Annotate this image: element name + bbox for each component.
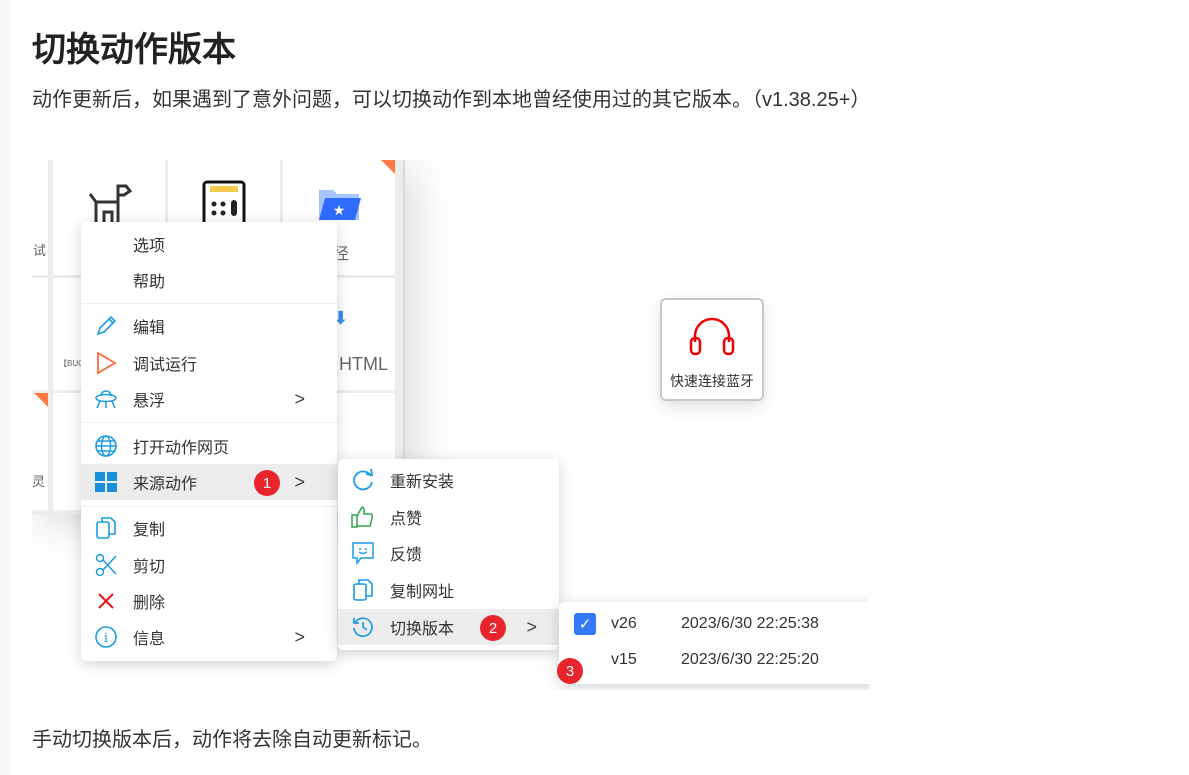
menu-label: 剪切 xyxy=(133,559,166,576)
menu-label: 选项 xyxy=(133,238,166,255)
version-menu: ✓ v26 2023/6/30 22:25:38 v15 2023/6/30 2… xyxy=(559,602,869,684)
divider xyxy=(81,506,337,507)
context-menu: 选项 帮助 编辑 调试运行 悬浮> 打开动作网页 来源动作> 复制 剪切 删除 … xyxy=(81,222,337,661)
pencil-icon xyxy=(93,313,119,339)
step-badge-3: 3 xyxy=(557,658,583,684)
footer-note: 手动切换版本后，动作将去除自动更新标记。 xyxy=(32,729,432,751)
menu-label: 悬浮 xyxy=(133,393,166,410)
page-margin xyxy=(0,0,10,775)
menu-label: 编辑 xyxy=(133,320,166,337)
tile[interactable]: 灵 xyxy=(32,393,48,510)
page-title: 切换动作版本 xyxy=(32,31,236,69)
version-label: v26 xyxy=(611,615,637,632)
tile[interactable] xyxy=(32,278,48,390)
refresh-icon xyxy=(350,467,376,493)
menu-item-help[interactable]: 帮助 xyxy=(81,262,337,298)
menu-item-feedback[interactable]: 反馈 xyxy=(338,535,559,571)
chevron-right-icon: > xyxy=(294,626,305,647)
globe-icon xyxy=(93,433,119,459)
corner-mark xyxy=(34,393,48,407)
screenshot: 试 ★ 径 【BUG ⬇ HTML 灵 快速连接蓝牙 选项 帮助 编辑 xyxy=(32,160,869,690)
bluetooth-action-card[interactable]: 快速连接蓝牙 xyxy=(660,298,764,401)
scissors-icon xyxy=(93,552,119,578)
tile-label: 灵 xyxy=(32,474,46,489)
chevron-right-icon: > xyxy=(294,388,305,409)
menu-label: 重新安装 xyxy=(390,474,455,491)
tile[interactable]: 试 xyxy=(32,160,48,275)
menu-item-debug-run[interactable]: 调试运行 xyxy=(81,345,337,381)
menu-item-delete[interactable]: 删除 xyxy=(81,583,337,619)
tile-label: 【BUG xyxy=(59,359,85,368)
menu-label: 信息 xyxy=(133,631,166,648)
thumbs-up-icon xyxy=(350,504,376,530)
svg-text:★: ★ xyxy=(333,202,346,218)
version-label: v15 xyxy=(611,651,637,668)
step-badge-2: 2 xyxy=(480,615,506,641)
tile-label: HTML xyxy=(339,354,388,374)
close-icon xyxy=(93,588,119,614)
version-date: 2023/6/30 22:25:38 xyxy=(681,615,819,632)
play-icon xyxy=(93,350,119,376)
menu-item-copy[interactable]: 复制 xyxy=(81,510,337,546)
chevron-right-icon: > xyxy=(294,471,305,492)
tile-label: 径 xyxy=(333,246,350,263)
version-item[interactable]: v15 2023/6/30 22:25:20 xyxy=(559,642,869,678)
menu-label: 复制网址 xyxy=(390,584,455,601)
tile-label: 试 xyxy=(32,243,46,258)
history-icon xyxy=(350,614,376,640)
feedback-icon xyxy=(350,540,376,566)
headphones-icon xyxy=(689,317,735,356)
version-item[interactable]: ✓ v26 2023/6/30 22:25:38 xyxy=(559,606,869,642)
corner-mark xyxy=(381,160,395,174)
menu-label: 删除 xyxy=(133,595,166,612)
info-icon: i xyxy=(93,624,119,650)
menu-label: 复制 xyxy=(133,522,166,539)
menu-item-options[interactable]: 选项 xyxy=(81,226,337,262)
menu-item-like[interactable]: 点赞 xyxy=(338,499,559,535)
menu-item-copy-url[interactable]: 复制网址 xyxy=(338,572,559,608)
copy-icon xyxy=(350,577,376,603)
menu-label: 打开动作网页 xyxy=(133,440,230,457)
menu-label: 调试运行 xyxy=(133,357,198,374)
menu-item-source-action[interactable]: 来源动作 > xyxy=(81,464,337,500)
menu-item-float[interactable]: 悬浮 > xyxy=(81,381,337,417)
windows-icon xyxy=(93,469,119,495)
chevron-right-icon: > xyxy=(526,616,537,637)
dog-icon xyxy=(88,184,132,222)
menu-label: 帮助 xyxy=(133,274,166,291)
menu-item-edit[interactable]: 编辑 xyxy=(81,308,337,344)
svg-text:i: i xyxy=(104,631,108,646)
version-date: 2023/6/30 22:25:20 xyxy=(681,651,819,668)
menu-item-switch-version[interactable]: 切换版本 > xyxy=(338,609,559,645)
folder-star-icon: ★ xyxy=(319,190,361,220)
menu-item-cut[interactable]: 剪切 xyxy=(81,547,337,583)
menu-label: 来源动作 xyxy=(133,476,198,493)
menu-item-info[interactable]: i 信息 > xyxy=(81,619,337,655)
menu-label: 切换版本 xyxy=(390,621,455,638)
card-label: 快速连接蓝牙 xyxy=(670,373,754,389)
copy-icon xyxy=(93,515,119,541)
menu-label: 反馈 xyxy=(390,547,423,564)
menu-item-open-webpage[interactable]: 打开动作网页 xyxy=(81,428,337,464)
divider xyxy=(81,303,337,304)
source-action-submenu: 重新安装 点赞 反馈 复制网址 切换版本 > xyxy=(338,459,559,650)
page-subtitle: 动作更新后，如果遇到了意外问题，可以切换动作到本地曾经使用过的其它版本。（v1.… xyxy=(32,89,871,111)
menu-item-reinstall[interactable]: 重新安装 xyxy=(338,462,559,498)
checkbox-checked[interactable]: ✓ xyxy=(574,613,596,635)
divider xyxy=(81,422,337,423)
step-badge-1: 1 xyxy=(254,470,280,496)
ufo-icon xyxy=(93,386,119,412)
menu-label: 点赞 xyxy=(390,511,423,528)
